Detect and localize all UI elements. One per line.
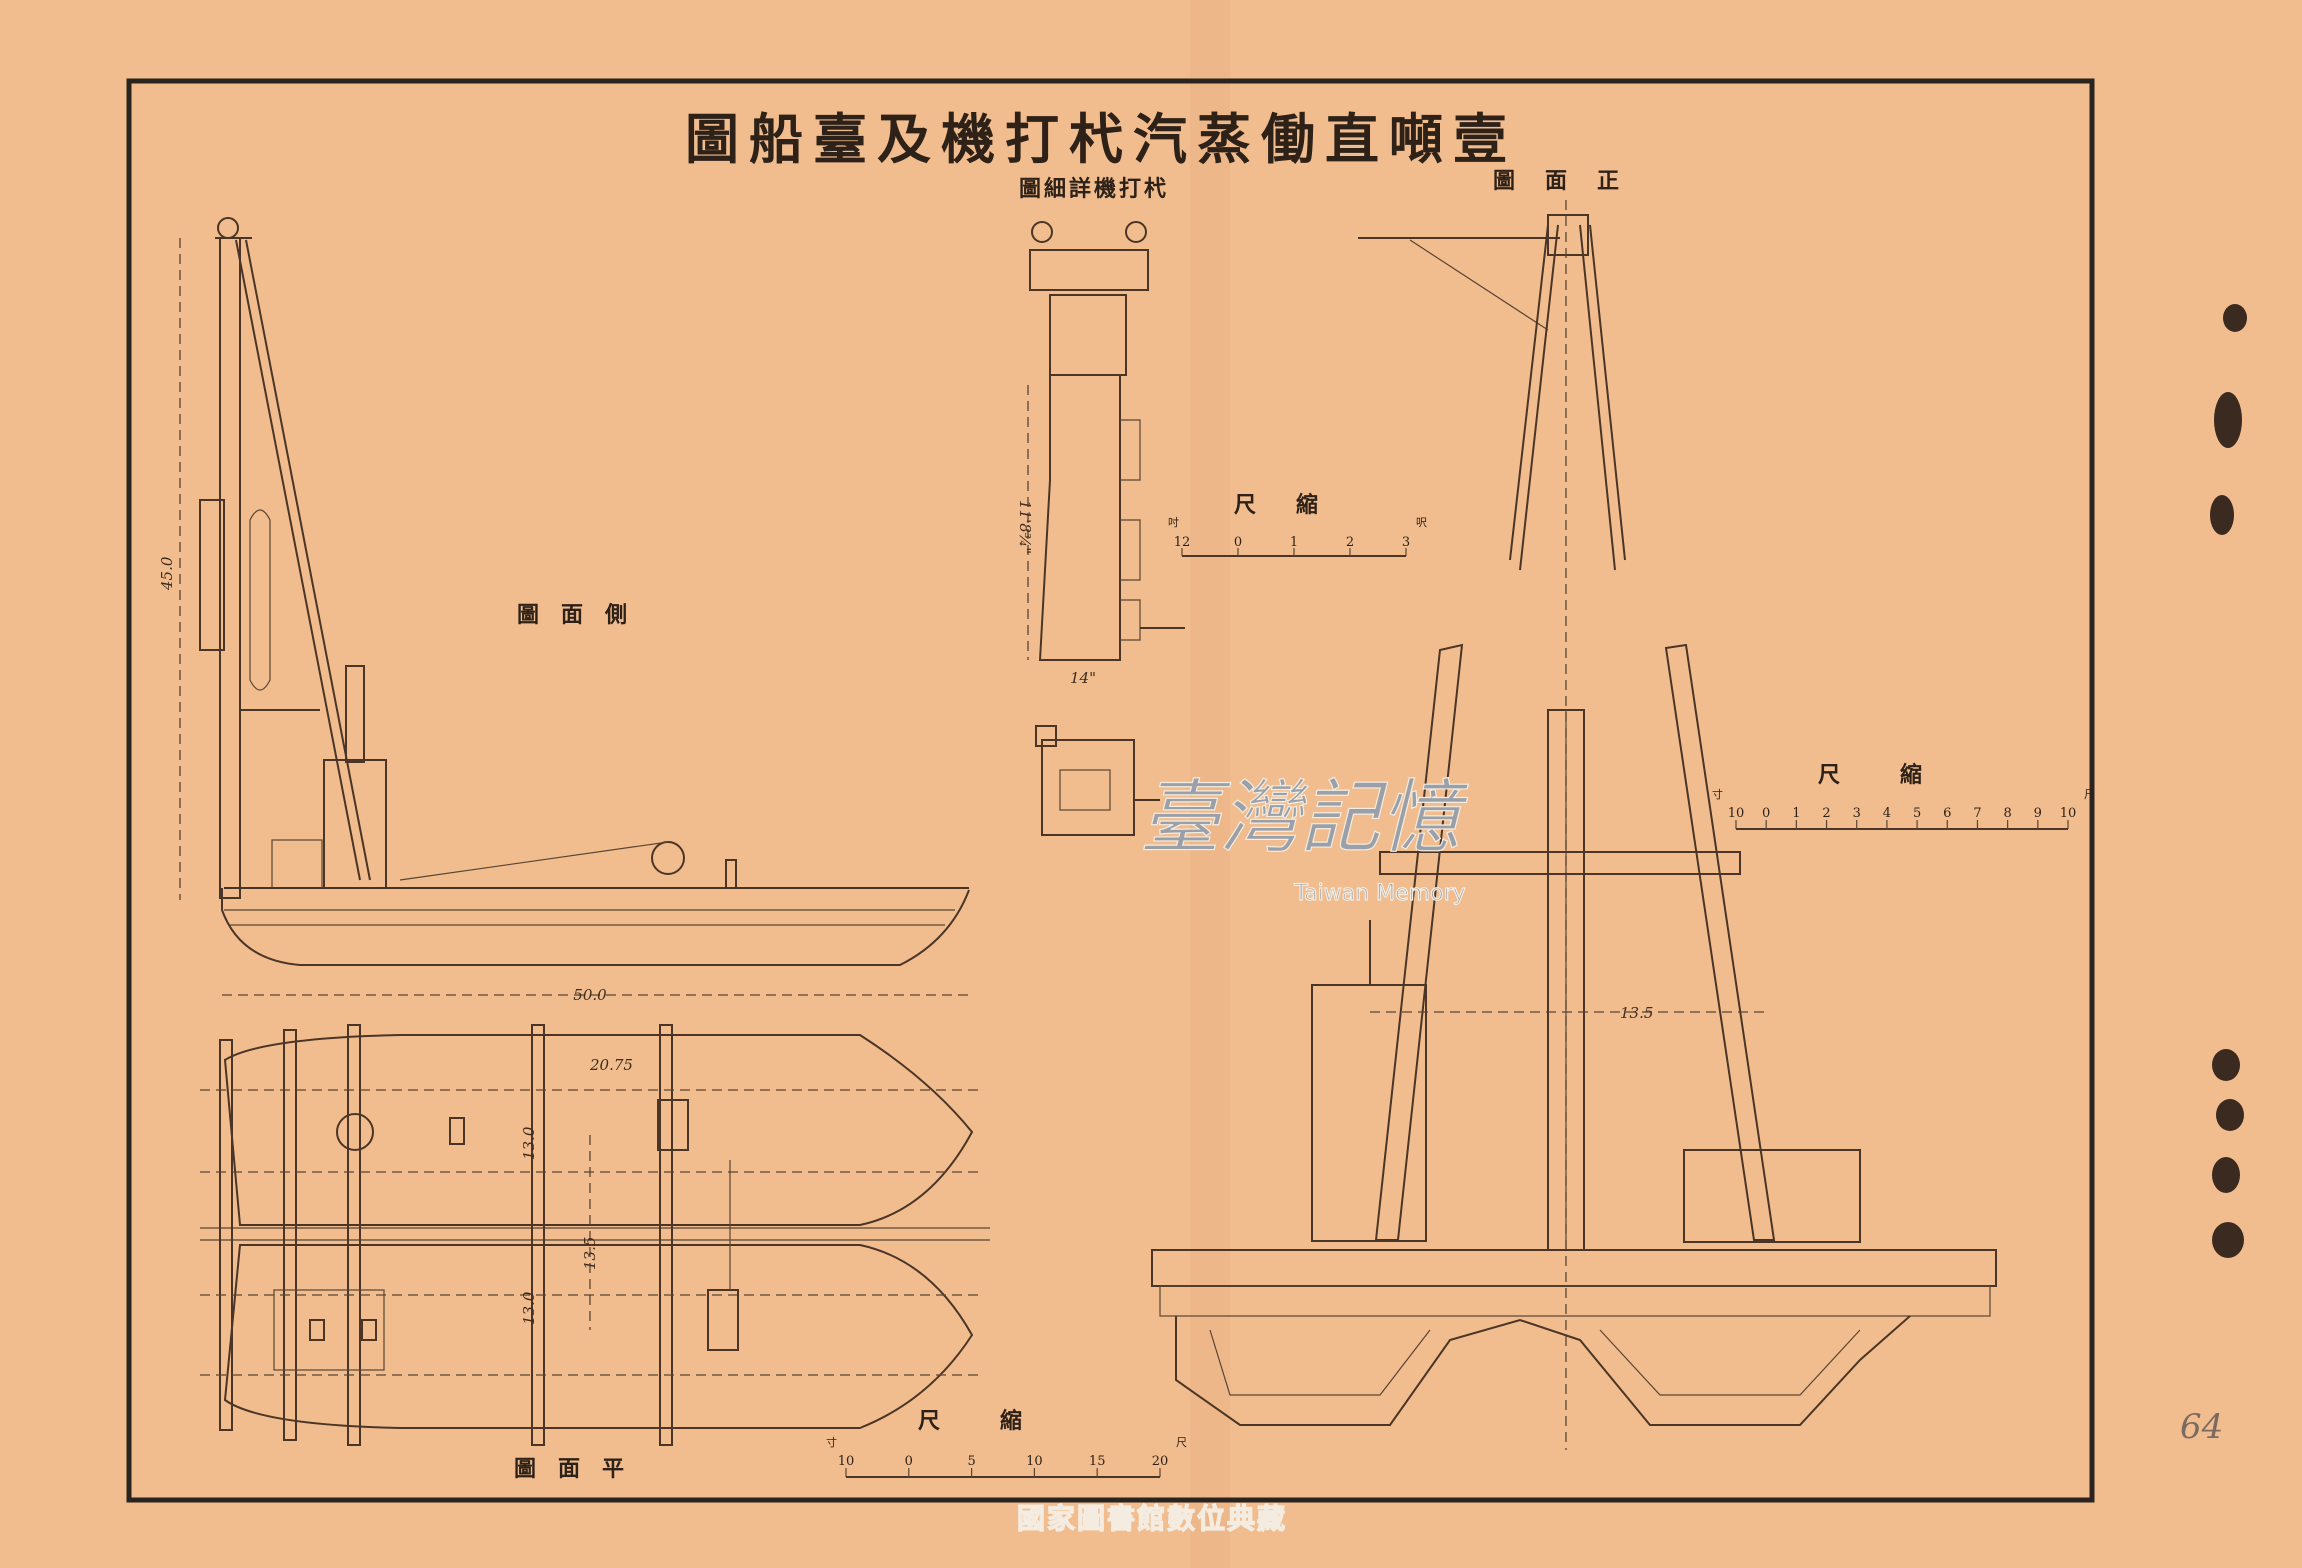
- scale-tick-label: 5: [967, 1454, 975, 1469]
- frame-border: [126, 78, 2095, 1503]
- hull-length-dimension: 50.0: [573, 986, 607, 1004]
- pile-driver-detail-drawing: 11'8¾" 14": [1016, 221, 1185, 836]
- scale-right-unit: 尺: [1176, 1436, 1187, 1449]
- scale-tick-label: 3: [1402, 535, 1410, 550]
- scale-tick-label: 10: [1026, 1454, 1043, 1469]
- scale-bar-front: 縮尺 寸 尺 10 0 1 2 3 4 5 6 7 8 9 10: [1712, 762, 2095, 830]
- scale-tick-label: 15: [1089, 1454, 1106, 1469]
- scale-right-unit: 尺: [2084, 788, 2095, 801]
- scale-tick-label: 20: [1152, 1454, 1169, 1469]
- scale-tick-label: 0: [1234, 535, 1242, 550]
- front-span-dimension: 13.5: [1620, 1004, 1653, 1022]
- scale-label: 縮尺: [1234, 492, 1358, 518]
- scale-tick-label: 3: [1853, 806, 1861, 821]
- binding-holes: [2210, 304, 2247, 1258]
- scale-tick-label: 2: [1346, 535, 1354, 550]
- front-view-lower-drawing: 13.5: [1151, 643, 1997, 1426]
- scale-bar-detail: 縮尺 吋 呎 12 0 1 2 3: [1168, 492, 1427, 557]
- drawing-title: 壹噸直働蒸汽杙打機及臺船圖: [685, 107, 1517, 171]
- detail-view-label: 杙打機詳細圖: [1019, 176, 1169, 202]
- scale-left-unit: 寸: [1712, 787, 1723, 801]
- plan-inner-dimension: 20.75: [589, 1056, 633, 1074]
- scale-left-unit: 吋: [1168, 516, 1179, 529]
- footer-credit: 國家圖書館數位典藏: [1017, 1502, 1287, 1535]
- scale-tick-label: 2: [1822, 806, 1830, 821]
- scale-tick-label: 0: [1762, 806, 1770, 821]
- scale-tick-label: 9: [2034, 806, 2042, 821]
- scale-tick-label: 10: [838, 1454, 855, 1469]
- scale-tick-label: 1: [1290, 535, 1298, 550]
- mast-height-dimension: 45.0: [158, 556, 176, 591]
- plan-view-drawing: 20.75 13.0 13.0 13.5: [200, 1024, 990, 1446]
- detail-height-dimension: 11'8¾": [1016, 500, 1034, 554]
- plan-center-dimension: 13.5: [581, 1237, 599, 1270]
- scale-tick-label: 10: [1728, 806, 1745, 821]
- watermark-logo: 臺灣記憶: [1140, 771, 1469, 864]
- scale-left-unit: 寸: [826, 1435, 837, 1449]
- front-view-label: 正面圖: [1493, 168, 1649, 194]
- scale-right-unit: 呎: [1416, 516, 1427, 529]
- scale-tick-label: 1: [1792, 806, 1800, 821]
- center-fold: [1190, 0, 1230, 1568]
- scale-label: 縮尺: [1818, 762, 1982, 788]
- scale-tick-label: 8: [2003, 806, 2011, 821]
- page-number: 64: [2180, 1407, 2223, 1447]
- scale-tick-label: 10: [2060, 806, 2077, 821]
- side-view-label: 側面圖: [517, 602, 649, 628]
- plan-view-label: 平面圖: [514, 1456, 646, 1482]
- scale-label: 縮尺: [918, 1408, 1082, 1434]
- scale-tick-label: 6: [1943, 806, 1951, 821]
- watermark-subtitle: Taiwan Memory: [1293, 881, 1465, 906]
- scale-tick-label: 7: [1973, 806, 1981, 821]
- scale-bar-plan: 縮尺 寸 尺 10 0 5 10 15 20: [826, 1408, 1187, 1478]
- scale-tick-label: 0: [905, 1454, 913, 1469]
- detail-base-dimension: 14": [1070, 669, 1096, 687]
- plan-beam-dimension-a: 13.0: [520, 1126, 538, 1160]
- scale-tick-label: 12: [1174, 535, 1191, 550]
- side-view-drawing: 45.0 50.0: [158, 217, 970, 1004]
- scale-tick-label: 5: [1913, 806, 1921, 821]
- plan-beam-dimension-b: 13.0: [520, 1291, 538, 1325]
- scale-tick-label: 4: [1883, 806, 1891, 821]
